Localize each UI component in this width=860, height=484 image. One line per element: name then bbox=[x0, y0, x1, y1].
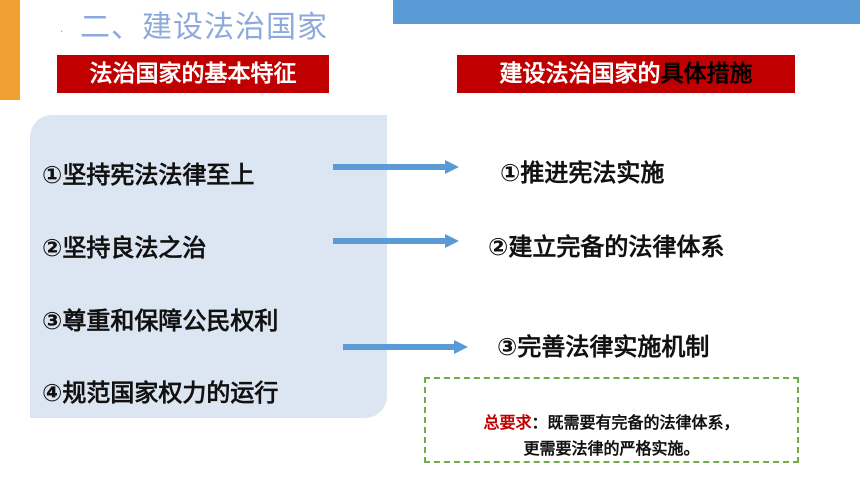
measures-heading-emphasis: 具体措施 bbox=[660, 61, 753, 87]
feature-item: ①坚持宪法法律至上 bbox=[42, 161, 255, 189]
top-accent-bar bbox=[393, 0, 860, 24]
measure-item: ①推进宪法实施 bbox=[500, 159, 665, 187]
requirement-line-1: 总要求：既需要有完备的法律体系， bbox=[426, 409, 797, 433]
decor-dot: . bbox=[60, 24, 64, 35]
measures-heading-text: 建设法治国家的 bbox=[499, 61, 661, 87]
requirement-box: 总要求：既需要有完备的法律体系， 更需要法律的严格实施。 bbox=[424, 377, 799, 463]
page-title: 二、建设法治国家 bbox=[80, 10, 328, 45]
measures-heading: 建设法治国家的具体措施 bbox=[457, 55, 795, 93]
measure-item: ②建立完备的法律体系 bbox=[488, 233, 725, 261]
arrow-right-icon bbox=[333, 234, 459, 248]
requirement-line-2: 更需要法律的严格实施。 bbox=[523, 439, 700, 458]
features-heading: 法治国家的基本特征 bbox=[57, 55, 329, 93]
side-accent-bar bbox=[0, 0, 20, 100]
feature-item: ④规范国家权力的运行 bbox=[42, 379, 279, 407]
feature-item: ②坚持良法之治 bbox=[42, 234, 207, 262]
features-panel bbox=[30, 115, 387, 418]
requirement-label: 总要求 bbox=[483, 413, 532, 432]
measure-item: ③完善法律实施机制 bbox=[497, 333, 710, 361]
arrow-right-icon bbox=[333, 160, 459, 174]
arrow-right-icon bbox=[343, 340, 468, 354]
feature-item: ③尊重和保障公民权利 bbox=[42, 307, 279, 335]
requirement-text-1: ：既需要有完备的法律体系， bbox=[531, 413, 740, 432]
